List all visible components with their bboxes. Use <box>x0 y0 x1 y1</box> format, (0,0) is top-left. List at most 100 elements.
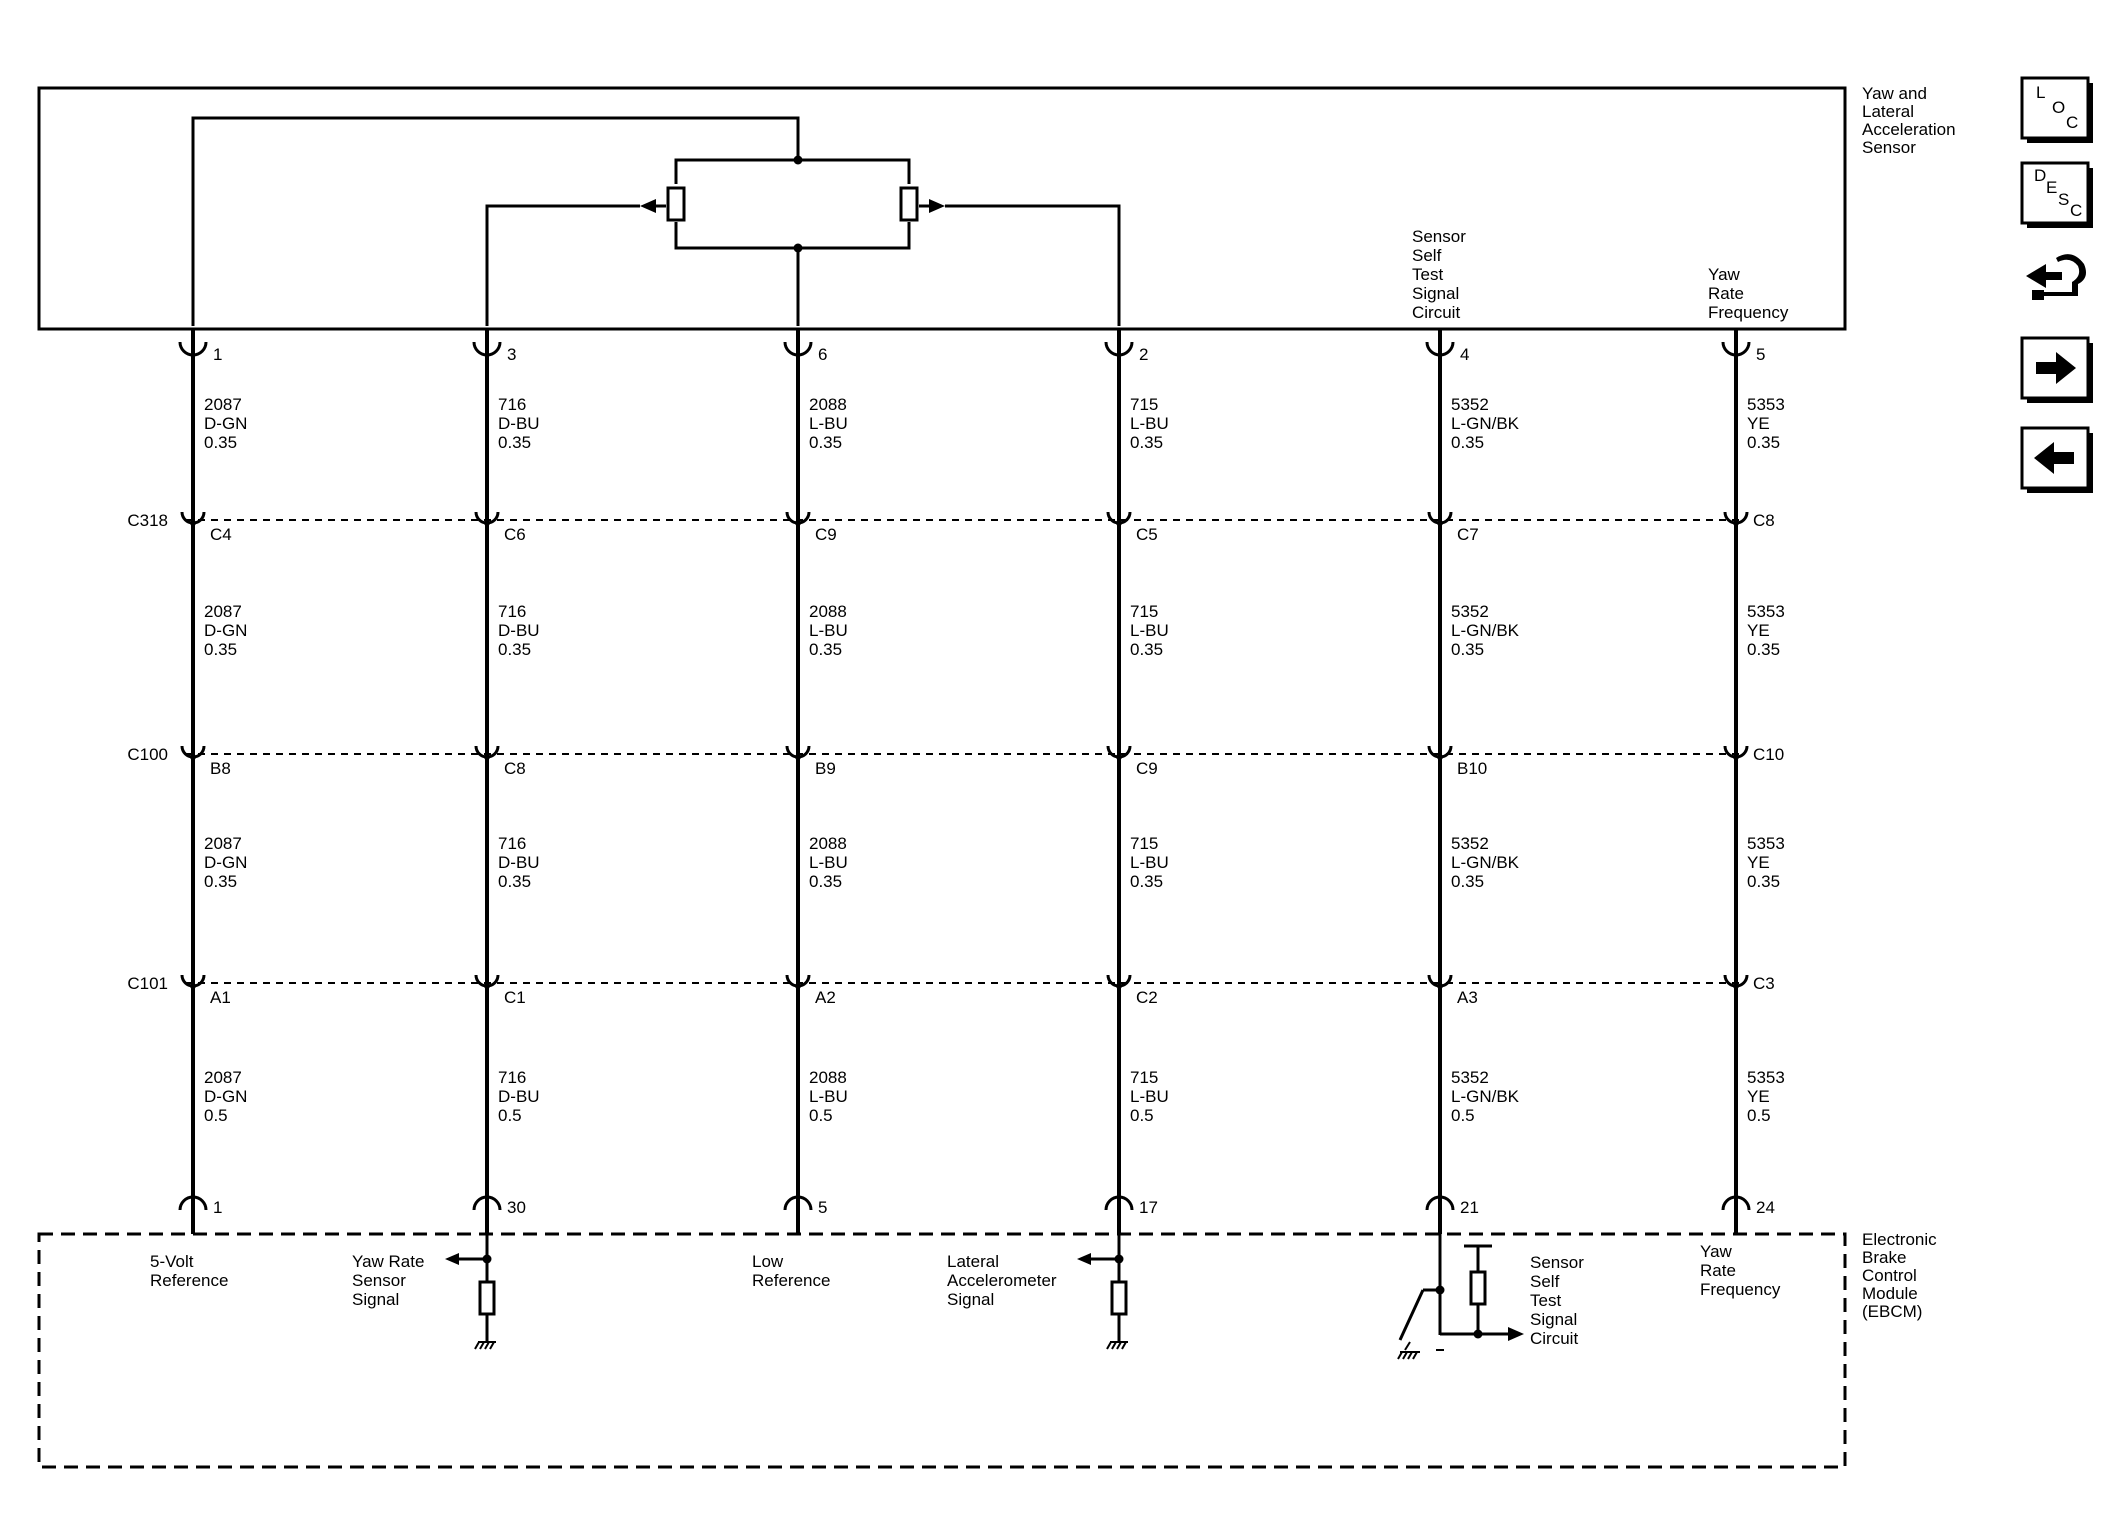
wire-color-label: D-BU <box>498 414 540 433</box>
bottom-pin-21-symbol <box>1425 1195 1455 1211</box>
ebcm-pin-label: Rate <box>1700 1261 1736 1280</box>
wire-size-label: 0.35 <box>1130 872 1163 891</box>
bottom-pin-24: 24 <box>1756 1198 1775 1217</box>
sensor-internal-resistors <box>640 155 945 253</box>
connector-pin-c100-b9: B9 <box>815 759 836 778</box>
sensor-pin-label: Yaw <box>1708 265 1741 284</box>
top-pin-2: 2 <box>1139 345 1148 364</box>
wire-size-label: 0.35 <box>1451 433 1484 452</box>
wire-size-label: 0.35 <box>809 433 842 452</box>
sensor-module-name: Yaw and <box>1862 84 1927 103</box>
loc-button-letter: C <box>2066 113 2078 132</box>
ebcm-module-name: Control <box>1862 1266 1917 1285</box>
top-pin-5-symbol <box>1721 341 1751 357</box>
ebcm-pin-label: Signal <box>947 1290 994 1309</box>
top-pin-1-symbol <box>178 341 208 357</box>
connector-pin-c318-c8: C8 <box>1753 511 1775 530</box>
lateral-accel-pulldown-resistor <box>1077 1234 1128 1350</box>
connector-pin-c101-a2: A2 <box>815 988 836 1007</box>
connector-pin-c1-symbol <box>474 974 500 989</box>
connector-pin-a3-symbol <box>1427 974 1453 989</box>
yaw-rate-pulldown-resistor <box>445 1234 496 1350</box>
wire-number-label: 715 <box>1130 834 1158 853</box>
sensor-pin-label: Signal <box>1412 284 1459 303</box>
bottom-pin-5: 5 <box>818 1198 827 1217</box>
top-pin-6-symbol <box>783 341 813 357</box>
arrow-left-icon <box>2034 442 2074 474</box>
top-pin-3: 3 <box>507 345 516 364</box>
wire-size-label: 0.35 <box>204 872 237 891</box>
desc-button-letter: C <box>2070 201 2082 220</box>
wire-color-label: L-GN/BK <box>1451 621 1520 640</box>
bottom-pin-30: 30 <box>507 1198 526 1217</box>
loc-button[interactable]: LOC <box>2020 76 2093 143</box>
wire-size-label: 0.35 <box>1747 433 1780 452</box>
ebcm-pin-label: Circuit <box>1530 1329 1578 1348</box>
connector-end-view-button[interactable] <box>2026 254 2086 300</box>
wire-color-label: YE <box>1747 1087 1770 1106</box>
wire-color-label: D-BU <box>498 621 540 640</box>
wire-color-label: D-GN <box>204 621 247 640</box>
wire-size-label: 0.35 <box>1130 640 1163 659</box>
connector-label-c100: C100 <box>127 745 168 764</box>
wire-size-label: 0.35 <box>204 433 237 452</box>
wire-color-label: YE <box>1747 621 1770 640</box>
wire-color-label: D-GN <box>204 414 247 433</box>
ebcm-pin-label: Reference <box>752 1271 830 1290</box>
ebcm-pin-label: Yaw <box>1700 1242 1733 1261</box>
ebcm-pin-label: Reference <box>150 1271 228 1290</box>
wire-color-label: D-BU <box>498 1087 540 1106</box>
ebcm-pin-label: Sensor <box>352 1271 406 1290</box>
connector-pin-c318-c9: C9 <box>815 525 837 544</box>
connector-pin-c101-a1: A1 <box>210 988 231 1007</box>
wire-color-label: D-GN <box>204 1087 247 1106</box>
next-button[interactable] <box>2020 336 2093 403</box>
connector-label-c318: C318 <box>127 511 168 530</box>
wire-color-label: L-BU <box>1130 621 1169 640</box>
connector-pin-c3-symbol <box>1723 974 1749 989</box>
wire-color-label: L-BU <box>1130 414 1169 433</box>
bottom-pin-30-symbol <box>472 1195 502 1211</box>
sensor-pin-label: Test <box>1412 265 1443 284</box>
bottom-pin-5-symbol <box>783 1195 813 1211</box>
wire-number-label: 2088 <box>809 834 847 853</box>
connector-pin-c101-c1: C1 <box>504 988 526 1007</box>
connector-pin-c318-c4: C4 <box>210 525 232 544</box>
sensor-module-name: Lateral <box>1862 102 1914 121</box>
wire-size-label: 0.35 <box>809 640 842 659</box>
wire-color-label: L-BU <box>1130 853 1169 872</box>
wire-number-label: 5352 <box>1451 395 1489 414</box>
connector-pin-b9-symbol <box>785 745 811 760</box>
wire-number-label: 5353 <box>1747 834 1785 853</box>
sensor-pin-label: Self <box>1412 246 1442 265</box>
wire-number-label: 715 <box>1130 602 1158 621</box>
bottom-pin-1-symbol <box>178 1195 208 1211</box>
wire-size-label: 0.35 <box>1747 640 1780 659</box>
connector-pin-b10-symbol <box>1427 745 1453 760</box>
wire-color-label: L-GN/BK <box>1451 853 1520 872</box>
sensor-module-box <box>37 86 1847 331</box>
wire-number-label: 5352 <box>1451 602 1489 621</box>
wire-size-label: 0.35 <box>1747 872 1780 891</box>
ebcm-pin-label: Yaw Rate <box>352 1252 424 1271</box>
connector-pin-c100-b8: B8 <box>210 759 231 778</box>
ebcm-module-name: Brake <box>1862 1248 1906 1267</box>
ebcm-pin-label: Accelerometer <box>947 1271 1057 1290</box>
connector-pin-c7-symbol <box>1427 511 1453 526</box>
wire-number-label: 5352 <box>1451 834 1489 853</box>
wire-color-label: YE <box>1747 853 1770 872</box>
bottom-pin-1: 1 <box>213 1198 222 1217</box>
connector-pin-c100-b10: B10 <box>1457 759 1487 778</box>
ebcm-module-name: (EBCM) <box>1862 1302 1922 1321</box>
connector-pin-c100-c10: C10 <box>1753 745 1784 764</box>
wire-color-label: L-BU <box>809 1087 848 1106</box>
previous-button[interactable] <box>2020 426 2093 493</box>
connector-pin-b8-symbol <box>180 745 206 760</box>
wire-number-label: 716 <box>498 834 526 853</box>
connector-pin-c8-symbol <box>1723 511 1749 526</box>
desc-button-letter: D <box>2034 166 2046 185</box>
connector-pin-c318-c5: C5 <box>1136 525 1158 544</box>
wire-size-label: 0.35 <box>1451 640 1484 659</box>
connector-pin-c6-symbol <box>474 511 500 526</box>
